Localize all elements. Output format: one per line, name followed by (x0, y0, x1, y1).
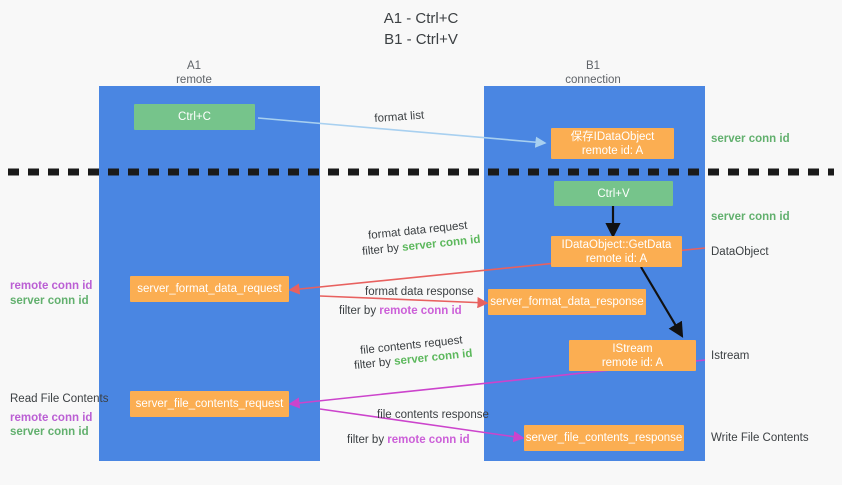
node-ctrl-v-label: Ctrl+V (597, 187, 630, 200)
node-save-idataobject[interactable]: 保存IDataObject remote id: A (551, 128, 674, 159)
edge-label-format-data-response-line1: format data response (365, 286, 474, 298)
annotation-left-remote-conn-id-2: remote conn id (10, 412, 93, 424)
edge-label-file-contents-response-prefix: filter by (347, 434, 388, 446)
edge-label-file-contents-response-line2: filter by remote conn id (347, 433, 470, 448)
annotation-left-server-conn-id-2: server conn id (10, 426, 89, 438)
edge-label-format-data-response-prefix: filter by (339, 305, 380, 317)
node-server-format-data-request[interactable]: server_format_data_request (130, 276, 289, 302)
node-server-format-data-response-label: server_format_data_response (490, 296, 644, 308)
column-header-b1-sub: connection (565, 74, 621, 86)
annotation-right-dataobject: DataObject (711, 246, 769, 258)
node-server-file-contents-response-label: server_file_contents_response (525, 432, 683, 444)
node-istream-label: IStream (612, 342, 653, 355)
node-idataobject-getdata-label: IDataObject::GetData (561, 238, 672, 251)
column-header-a1-sub: remote (176, 74, 212, 86)
node-ctrl-c[interactable]: Ctrl+C (134, 104, 255, 130)
edge-label-file-contents-request-prefix: filter by (353, 355, 395, 373)
edge-label-format-list: format list (374, 109, 425, 126)
node-server-file-contents-request-label: server_file_contents_request (135, 398, 284, 410)
node-idataobject-getdata-sub: remote id: A (585, 252, 648, 265)
annotation-right-write-file-contents: Write File Contents (711, 432, 809, 444)
node-istream-sub: remote id: A (601, 356, 664, 369)
edge-label-format-data-response-key: remote conn id (379, 305, 462, 317)
column-header-b1: B1 connection (533, 59, 653, 87)
column-header-a1: A1 remote (134, 59, 254, 87)
annotation-right-istream: Istream (711, 350, 750, 362)
edge-label-file-contents-response-line1: file contents response (377, 409, 489, 421)
edge-label-file-contents-response-key: remote conn id (387, 434, 470, 446)
edge-label-format-data-response-line2: filter by remote conn id (339, 304, 462, 319)
annotation-left-remote-conn-id-1: remote conn id (10, 280, 93, 292)
annotation-left-server-conn-id-1: server conn id (10, 295, 89, 307)
annotation-right-server-conn-id-2: server conn id (711, 211, 790, 223)
edge-label-format-data-request-prefix: filter by (361, 241, 403, 259)
column-header-b1-name: B1 (585, 60, 601, 72)
node-server-format-data-request-label: server_format_data_request (137, 283, 282, 295)
column-header-a1-name: A1 (186, 60, 202, 72)
node-server-format-data-response[interactable]: server_format_data_response (488, 289, 646, 315)
node-idataobject-getdata[interactable]: IDataObject::GetData remote id: A (551, 236, 682, 267)
annotation-left-read-file-contents: Read File Contents (10, 393, 109, 405)
page-title: A1 - Ctrl+C B1 - Ctrl+V (0, 8, 842, 50)
title-line-2: B1 - Ctrl+V (384, 31, 458, 48)
node-ctrl-v[interactable]: Ctrl+V (554, 181, 673, 206)
title-line-1: A1 - Ctrl+C (383, 10, 459, 27)
node-save-idataobject-sub: remote id: A (581, 144, 644, 157)
node-ctrl-c-label: Ctrl+C (178, 111, 211, 123)
node-istream[interactable]: IStream remote id: A (569, 340, 696, 371)
node-server-file-contents-request[interactable]: server_file_contents_request (130, 391, 289, 417)
annotation-right-server-conn-id-1: server conn id (711, 133, 790, 145)
node-server-file-contents-response[interactable]: server_file_contents_response (524, 425, 684, 451)
node-save-idataobject-label: 保存IDataObject (570, 130, 655, 143)
